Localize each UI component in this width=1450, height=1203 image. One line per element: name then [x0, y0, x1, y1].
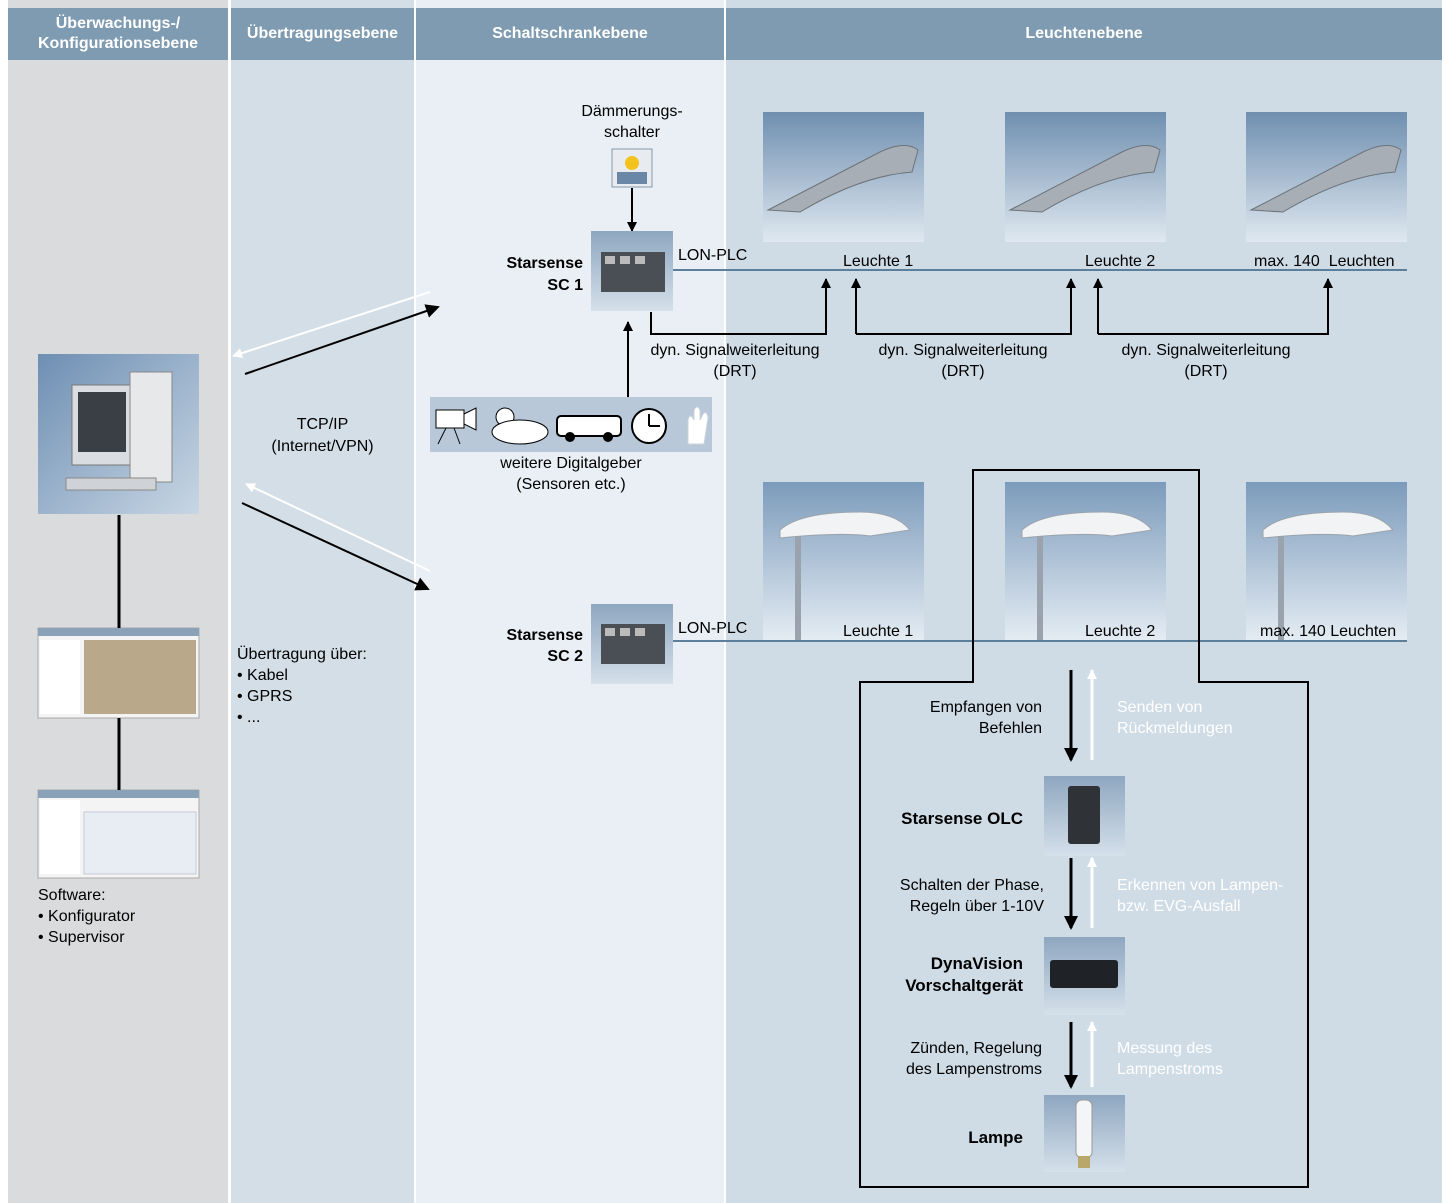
hand-icon — [687, 406, 709, 445]
switch-phase-label-1: Schalten der Phase, — [899, 877, 1044, 894]
sc1-label-2: SC 1 — [547, 277, 583, 294]
clock-icon — [631, 408, 667, 444]
detect-failure-label-1: Erkennen von Lampen- — [1117, 877, 1284, 894]
lamp-label: Lampe — [968, 1128, 1023, 1147]
luminaire-image-row1-3 — [1246, 112, 1407, 242]
arrow-pc-to-sc1 — [244, 304, 440, 375]
olc-label: Starsense OLC — [901, 809, 1023, 828]
luminaire-detail-callout — [859, 469, 1309, 1188]
column-cabinet-bg — [416, 0, 724, 1203]
twilight-switch-label-1: Dämmerungs- — [581, 103, 683, 120]
olc-controller-image — [1044, 776, 1125, 856]
software-title: Software: — [38, 887, 106, 904]
header-luminaire: Leuchtenebene — [726, 8, 1442, 60]
ignite-label-2: des Lampenstroms — [905, 1061, 1042, 1078]
header-transmission: Übertragungsebene — [231, 8, 414, 60]
drt-label-1-line1: dyn. Signalweiterleitung — [650, 342, 820, 359]
arrow-pc-to-sc2 — [241, 502, 430, 591]
lamp-image — [1044, 1095, 1125, 1172]
column-transmission-bg — [231, 0, 414, 1203]
software-configurator-screenshot — [37, 627, 200, 719]
luminaire-image-row2-3 — [1246, 482, 1407, 640]
camera-icon — [435, 407, 477, 445]
lon-plc-label-2: LON-PLC — [678, 620, 748, 637]
ignite-label-1: Zünden, Regelung — [910, 1040, 1042, 1057]
header-monitoring: Überwachungs-/ Konfigurationsebene — [8, 8, 228, 60]
luminaire-label-row1-1: Leuchte 1 — [843, 253, 914, 270]
drt-label-3-line1: dyn. Signalweiterleitung — [1121, 342, 1291, 359]
send-feedback-label-1: Senden von — [1117, 699, 1203, 716]
twilight-switch-icon — [611, 148, 653, 188]
luminaire-label-row2-1: Leuchte 1 — [843, 623, 914, 640]
software-supervisor-screenshot — [37, 789, 200, 879]
drt-connectors — [650, 278, 1333, 335]
drt-label-2-line2: (DRT) — [941, 363, 985, 380]
luminaire-image-row1-2 — [1005, 112, 1166, 242]
sc2-label-2: SC 2 — [547, 648, 583, 665]
transmission-item-cable: • Kabel — [237, 667, 288, 684]
luminaire-image-row2-2 — [1005, 482, 1166, 640]
sc2-label-1: Starsense — [506, 627, 584, 644]
sc2-controller-image — [591, 604, 673, 684]
lon-plc-label-1: LON-PLC — [678, 247, 748, 264]
detect-failure-label-2: bzw. EVG-Ausfall — [1117, 898, 1241, 915]
luminaire-image-row1-1 — [763, 112, 924, 242]
measure-current-label-1: Messung des — [1117, 1040, 1213, 1057]
twilight-switch-label-2: schalter — [603, 124, 661, 141]
drt-label-3-line2: (DRT) — [1184, 363, 1228, 380]
transmission-via-title: Übertragung über: — [237, 646, 367, 663]
sc1-controller-image — [591, 231, 673, 311]
sensor-strip — [430, 397, 712, 452]
weather-icon — [491, 407, 549, 445]
drt-label-2-line1: dyn. Signalweiterleitung — [878, 342, 1048, 359]
protocol-label: TCP/IP — [296, 416, 349, 433]
ballast-label-1: DynaVision — [930, 954, 1023, 973]
measure-current-label-2: Lampenstroms — [1117, 1061, 1223, 1078]
receive-commands-label-2: Befehlen — [978, 720, 1042, 737]
arrow-sc1-to-pc — [232, 291, 431, 358]
pc-workstation-image — [38, 354, 199, 514]
drt-label-1-line2: (DRT) — [713, 363, 757, 380]
sc1-label-1: Starsense — [506, 255, 584, 272]
send-feedback-label-2: Rückmeldungen — [1117, 720, 1233, 737]
luminaire-label-row2-3: max. 140 Leuchten — [1260, 623, 1397, 640]
software-item-configurator: • Konfigurator — [38, 908, 136, 925]
receive-commands-label-1: Empfangen von — [929, 699, 1042, 716]
transmission-item-gprs: • GPRS — [237, 688, 293, 705]
transmission-item-more: • ... — [237, 709, 261, 726]
luminaire-image-row2-1 — [763, 482, 924, 640]
ballast-label-2: Vorschaltgerät — [905, 976, 1023, 995]
vehicle-icon — [556, 415, 622, 442]
protocol-sublabel: (Internet/VPN) — [271, 438, 374, 455]
arrow-sc2-to-pc — [245, 483, 431, 572]
ballast-image — [1044, 937, 1125, 1015]
switch-phase-label-2: Regeln über 1-10V — [909, 898, 1044, 915]
luminaire-label-row2-2: Leuchte 2 — [1085, 623, 1156, 640]
sensors-label-1: weitere Digitalgeber — [500, 455, 642, 472]
software-item-supervisor: • Supervisor — [38, 929, 125, 946]
header-cabinet: Schaltschrankebene — [416, 8, 724, 60]
sensors-label-2: (Sensoren etc.) — [516, 476, 626, 493]
luminaire-label-row1-2: Leuchte 2 — [1085, 253, 1156, 270]
luminaire-label-row1-3: max. 140 Leuchten — [1254, 253, 1395, 270]
